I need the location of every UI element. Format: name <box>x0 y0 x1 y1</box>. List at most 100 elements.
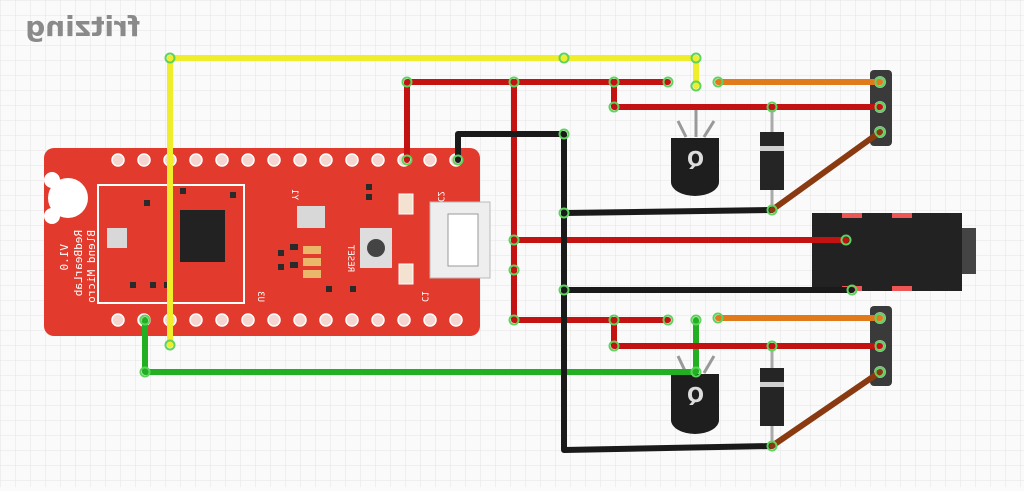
wire-endpoint[interactable] <box>874 340 886 352</box>
header-pin[interactable] <box>345 313 359 327</box>
c2-label: C2 <box>435 191 445 202</box>
main-chip <box>180 210 225 262</box>
bottom-header-pins <box>111 313 463 327</box>
black-wire-diode-top[interactable] <box>561 207 775 216</box>
u3-label: U3 <box>255 291 265 302</box>
header-pin[interactable] <box>189 153 203 167</box>
wire-endpoint[interactable] <box>164 52 176 64</box>
wire-endpoint[interactable] <box>846 284 858 296</box>
fritzing-watermark: fritzing <box>25 10 140 43</box>
wire-endpoint[interactable] <box>558 128 570 140</box>
header-pin[interactable] <box>111 313 125 327</box>
transistor-top[interactable]: Q <box>671 104 719 196</box>
wire-endpoint[interactable] <box>874 366 886 378</box>
wire-endpoint[interactable] <box>690 52 702 64</box>
header-pin[interactable] <box>189 313 203 327</box>
brown-wire-bottom[interactable] <box>769 369 883 449</box>
header-pin[interactable] <box>111 153 125 167</box>
wire-endpoint[interactable] <box>508 234 520 246</box>
wire-endpoint[interactable] <box>452 154 464 166</box>
wire-endpoint[interactable] <box>766 440 778 452</box>
black-wire-spine[interactable] <box>455 131 775 453</box>
header-pin[interactable] <box>319 313 333 327</box>
wire-endpoint[interactable] <box>662 76 674 88</box>
red-wire-bottom-terminal[interactable] <box>611 317 883 349</box>
audio-jack-barrel <box>962 228 976 274</box>
header-pin[interactable] <box>241 153 255 167</box>
board-label-group: RedBearLab Blend Micro V1.0 <box>58 230 98 303</box>
wires <box>142 55 883 453</box>
wire-endpoint[interactable] <box>164 339 176 351</box>
wire-endpoint[interactable] <box>840 234 852 246</box>
wire-endpoint[interactable] <box>608 101 620 113</box>
header-pin[interactable] <box>215 153 229 167</box>
wire-endpoint[interactable] <box>508 264 520 276</box>
header-pin[interactable] <box>371 153 385 167</box>
wire-endpoint[interactable] <box>401 76 413 88</box>
wire-endpoint[interactable] <box>558 284 570 296</box>
wire-endpoint[interactable] <box>766 204 778 216</box>
wire-endpoints <box>139 52 886 452</box>
watermark-text: fritzing <box>25 10 140 43</box>
wire-endpoint[interactable] <box>608 76 620 88</box>
wire-endpoint[interactable] <box>874 312 886 324</box>
wire-endpoint[interactable] <box>558 52 570 64</box>
wire-endpoint[interactable] <box>874 76 886 88</box>
wire-endpoint[interactable] <box>139 314 151 326</box>
wire-endpoint[interactable] <box>401 154 413 166</box>
red-wire-top-terminal[interactable] <box>611 79 883 110</box>
header-pin[interactable] <box>423 153 437 167</box>
y1-label-group: Y1 <box>289 189 299 200</box>
header-pin[interactable] <box>267 313 281 327</box>
wire-endpoint[interactable] <box>874 126 886 138</box>
header-pin[interactable] <box>371 313 385 327</box>
transistor-bottom-label: Q <box>687 383 704 407</box>
board-name-line2: Blend Micro <box>85 230 98 303</box>
header-pin[interactable] <box>293 153 307 167</box>
wire-endpoint[interactable] <box>608 314 620 326</box>
wire-endpoint[interactable] <box>690 366 702 378</box>
header-pin[interactable] <box>319 153 333 167</box>
wire-endpoint[interactable] <box>139 366 151 378</box>
transistor-bottom[interactable]: Q <box>671 340 719 434</box>
board-name-line1: RedBearLab <box>72 230 85 296</box>
antenna-pad <box>107 228 127 248</box>
header-pin[interactable] <box>293 313 307 327</box>
header-pin[interactable] <box>241 313 255 327</box>
wire-endpoint[interactable] <box>690 314 702 326</box>
header-pin[interactable] <box>345 153 359 167</box>
reset-label: RESET <box>345 244 355 272</box>
wire-endpoint[interactable] <box>874 101 886 113</box>
brown-wire-top[interactable] <box>769 129 883 213</box>
wire-endpoint[interactable] <box>766 101 778 113</box>
wire-endpoint[interactable] <box>558 207 570 219</box>
header-pin[interactable] <box>215 313 229 327</box>
yellow-wire[interactable] <box>167 55 699 348</box>
header-pin[interactable] <box>397 313 411 327</box>
wire-endpoint[interactable] <box>690 80 702 92</box>
board-version: V1.0 <box>58 244 71 271</box>
reset-button[interactable] <box>367 239 385 257</box>
blend-micro-board[interactable]: RedBearLab Blend Micro V1.0 RESET Y1 U3 … <box>44 148 491 336</box>
header-pin[interactable] <box>423 313 437 327</box>
wire-endpoint[interactable] <box>712 76 724 88</box>
wire-endpoint[interactable] <box>766 340 778 352</box>
red-wire-top[interactable] <box>404 79 671 163</box>
header-pin[interactable] <box>449 313 463 327</box>
wire-endpoint[interactable] <box>508 314 520 326</box>
wire-endpoint[interactable] <box>712 312 724 324</box>
audio-jack-body <box>812 213 962 291</box>
micro-usb-inner <box>447 213 479 267</box>
wire-endpoint[interactable] <box>662 314 674 326</box>
c1-label: C1 <box>419 291 429 302</box>
audio-jack[interactable] <box>812 213 976 291</box>
led-c2 <box>398 193 414 215</box>
u3-label-group: U3 <box>255 291 265 302</box>
header-pin[interactable] <box>137 153 151 167</box>
c1-label-group: C1 <box>419 291 429 302</box>
header-pin[interactable] <box>267 153 281 167</box>
wire-endpoint[interactable] <box>608 340 620 352</box>
wire-endpoint[interactable] <box>508 76 520 88</box>
